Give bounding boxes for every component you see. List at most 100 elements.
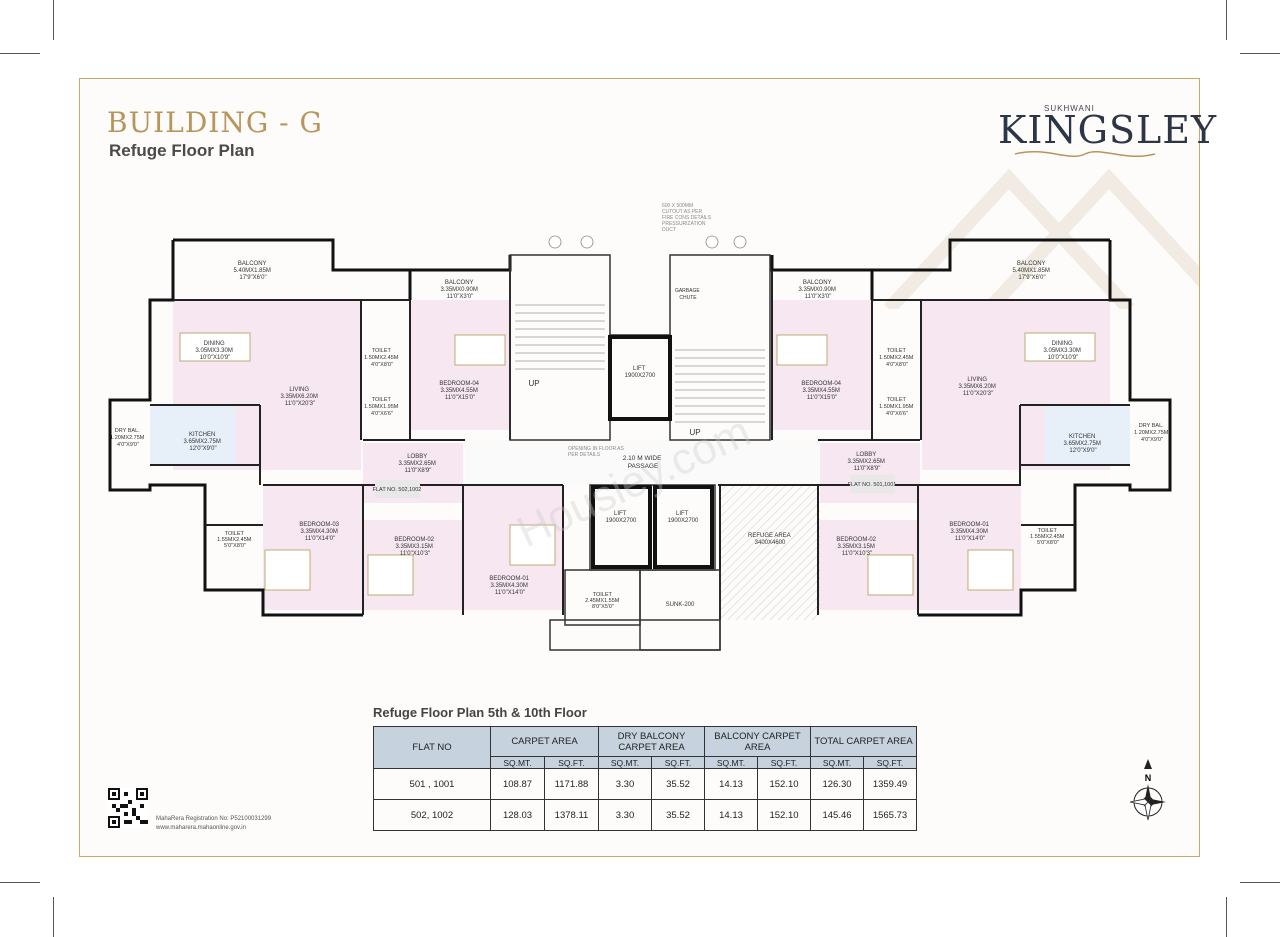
- svg-text:OPENING IN FLOOR AS PER DE: OPENING IN FLOOR AS PER DETAILS: [568, 446, 625, 458]
- svg-text:DRY BAL. 1.20MX2.75M 4: DRY BAL. 1.20MX2.75M 4'0"X9'0": [110, 428, 146, 448]
- bedroom-04-right-label: BEDROOM-04: [801, 381, 841, 387]
- balcony-small-right-label: BALCONY: [803, 280, 832, 286]
- area-table: FLAT NO CARPET AREA DRY BALCONY CARPET A…: [373, 726, 917, 831]
- svg-text:LIVING 3.35MX6.20M 11': LIVING 3.35MX6.20M 11'0"X20'3": [280, 387, 319, 407]
- dry-balcony-left-label: DRY BAL.: [115, 428, 140, 434]
- unit-header: SQ.MT.: [810, 756, 864, 769]
- svg-text:2.10 M WIDE PASSAGE: 2.10 M WIDE PASSAGE: [623, 455, 663, 470]
- svg-text:DRY BAL. 1.20MX2.75M 4: DRY BAL. 1.20MX2.75M 4'0"X9'0": [1134, 423, 1170, 443]
- rera-info: MahaRera Registration No: P52100031299 w…: [156, 815, 271, 833]
- rera-registration: MahaRera Registration No: P52100031299: [156, 816, 272, 822]
- crop-mark: [1226, 897, 1227, 937]
- value-cell: 35.52: [651, 768, 705, 800]
- svg-text:BEDROOM-04 3.35MX4.55M: BEDROOM-04 3.35MX4.55M 11'0"X15'0": [439, 381, 480, 401]
- lift-a-label: LIFT: [614, 511, 627, 517]
- toilet-a-left-label: TOILET: [372, 348, 392, 354]
- value-cell: 1359.49: [863, 768, 917, 800]
- svg-text:KITCHEN 3.65MX2.75M 12: KITCHEN 3.65MX2.75M 12'0"X9'0": [1063, 434, 1102, 454]
- svg-text:BEDROOM-03 3.35MX4.30M: BEDROOM-03 3.35MX4.30M 11'0"X14'0": [299, 522, 340, 542]
- lift-b-label: LIFT: [676, 511, 689, 517]
- table-row: 501 , 1001 108.87 1171.88 3.30 35.52 14.…: [373, 768, 917, 800]
- value-cell: 108.87: [490, 768, 545, 800]
- value-cell: 1565.73: [863, 799, 917, 831]
- svg-text:TOILET 1.55MX2.45M 5'0: TOILET 1.55MX2.45M 5'0"X8'0": [217, 531, 253, 549]
- living-left-label: LIVING: [289, 387, 309, 393]
- value-cell: 126.30: [810, 768, 864, 800]
- svg-text:BEDROOM-01 3.35MX4.30M: BEDROOM-01 3.35MX4.30M 11'0"X14'0": [949, 522, 990, 542]
- bedroom-02-left-label: BEDROOM-02: [394, 537, 434, 543]
- toilet-c-right-label: TOILET: [1038, 528, 1058, 534]
- refuge-area-label: REFUGE AREA: [748, 533, 791, 539]
- svg-text:LIFT 1900X2700: LIFT 1900X2700: [606, 511, 637, 524]
- brand-tagline: SUKHWANI: [1044, 104, 1095, 113]
- flat-no-right: FLAT NO. 501,1001: [848, 482, 897, 488]
- living-right-label: LIVING: [967, 377, 987, 383]
- rera-website: www.maharera.mahaonline.gov.in: [156, 825, 246, 831]
- flat-cell: 501 , 1001: [373, 768, 491, 800]
- svg-text:LIVING 3.35MX6.20M 11': LIVING 3.35MX6.20M 11'0"X20'3": [958, 377, 997, 397]
- lobby-left-label: LOBBY: [407, 454, 427, 460]
- svg-text:BALCONY 5.40MX1.85M 17: BALCONY 5.40MX1.85M 17'9"X6'0": [1012, 261, 1051, 281]
- svg-text:LIFT 1900X2700: LIFT 1900X2700: [668, 511, 699, 524]
- garbage-chute-label: GARBAGE: [675, 288, 700, 294]
- dry-balcony-right-label: DRY BAL.: [1139, 423, 1164, 429]
- toilet-b-right-label: TOILET: [887, 397, 907, 403]
- unit-header: SQ.FT.: [863, 756, 917, 769]
- dining-right-label: DINING: [1052, 341, 1073, 347]
- svg-text:BEDROOM-01 3.35MX4.30M: BEDROOM-01 3.35MX4.30M 11'0"X14'0": [489, 576, 530, 596]
- building-title: BUILDING - G: [107, 106, 323, 139]
- svg-text:TOILET 1.50MX1.95M 4'0: TOILET 1.50MX1.95M 4'0"X6'6": [879, 397, 915, 417]
- svg-text:BALCONY 3.35MX0.90M 11: BALCONY 3.35MX0.90M 11'0"X3'0": [440, 280, 479, 300]
- value-cell: 3.30: [598, 768, 652, 800]
- svg-text:BEDROOM-02 3.35MX3.15M: BEDROOM-02 3.35MX3.15M 11'0"X10'3": [394, 537, 435, 557]
- svg-text:DINING 3.05MX3.30M 10': DINING 3.05MX3.30M 10'0"X10'9": [195, 341, 234, 361]
- qr-code-icon: [108, 788, 148, 828]
- plan-subtitle: Refuge Floor Plan: [109, 141, 255, 160]
- col-flat-no: FLAT NO: [373, 726, 491, 769]
- toilet-a-right-label: TOILET: [887, 348, 907, 354]
- unit-header: SQ.FT.: [757, 756, 811, 769]
- crop-mark: [1240, 53, 1280, 54]
- unit-header: SQ.FT.: [544, 756, 599, 769]
- lobby-right-label: LOBBY: [856, 452, 876, 458]
- toilet-core-label: TOILET: [593, 592, 613, 598]
- toilet-c-left-label: TOILET: [225, 531, 245, 537]
- flat-no-left: FLAT NO. 502,1002: [373, 487, 422, 493]
- svg-text:DINING 3.05MX3.30M 10': DINING 3.05MX3.30M 10'0"X10'9": [1043, 341, 1082, 361]
- svg-text:LOBBY 3.35MX2.65M 11'0: LOBBY 3.35MX2.65M 11'0"X8'9": [847, 452, 886, 472]
- value-cell: 152.10: [757, 768, 811, 800]
- col-balcony: BALCONY CARPET AREA: [704, 726, 811, 757]
- brand-logo: KINGSLEY: [998, 108, 1218, 152]
- decorative-chevrons: [883, 168, 1199, 309]
- unit-header: SQ.MT.: [598, 756, 652, 769]
- bedroom-02-right-label: BEDROOM-02: [836, 537, 876, 543]
- crop-mark: [1240, 882, 1280, 883]
- flat-cell: 502, 1002: [373, 799, 491, 831]
- balcony-big-right-label: BALCONY: [1017, 261, 1046, 267]
- value-cell: 128.03: [490, 799, 545, 831]
- svg-text:BALCONY 3.35MX0.90M 11: BALCONY 3.35MX0.90M 11'0"X3'0": [798, 280, 837, 300]
- table-title: Refuge Floor Plan 5th & 10th Floor: [373, 705, 587, 720]
- svg-text:KITCHEN 3.65MX2.75M 12: KITCHEN 3.65MX2.75M 12'0"X9'0": [183, 432, 222, 452]
- dining-left-label: DINING: [204, 341, 225, 347]
- svg-text:TOILET 1.50MX2.45M 4'0: TOILET 1.50MX2.45M 4'0"X8'0": [364, 348, 400, 368]
- value-cell: 14.13: [704, 768, 758, 800]
- kitchen-right-label: KITCHEN: [1069, 434, 1095, 440]
- toilet-b-left-label: TOILET: [372, 397, 392, 403]
- bedroom-03-left-label: BEDROOM-03: [299, 522, 339, 528]
- col-total-carpet: TOTAL CARPET AREA: [810, 726, 917, 757]
- svg-text:TOILET 1.55MX2.45M 5'0: TOILET 1.55MX2.45M 5'0"X8'0": [1030, 528, 1066, 546]
- opening-note: OPENING IN FLOOR AS: [568, 446, 625, 452]
- value-cell: 145.46: [810, 799, 864, 831]
- svg-text:600 X 500MM CUTOUT AS PER: 600 X 500MM CUTOUT AS PER FIRE CONS DETA…: [662, 203, 712, 233]
- value-cell: 152.10: [757, 799, 811, 831]
- svg-text:TOILET 1.50MX2.45M 4'0: TOILET 1.50MX2.45M 4'0"X8'0": [879, 348, 915, 368]
- svg-text:BALCONY 5.40MX1.85M 17: BALCONY 5.40MX1.85M 17'9"X6'0": [233, 261, 272, 281]
- value-cell: 1171.88: [544, 768, 599, 800]
- svg-text:TOILET 2.45MX1.55M 8'0: TOILET 2.45MX1.55M 8'0"X5'0": [585, 592, 621, 610]
- passage-label: 2.10 M WIDE: [623, 455, 662, 462]
- brand-flourish-icon: [1014, 150, 1156, 158]
- balcony-big-left-label: BALCONY: [238, 261, 267, 267]
- unit-header: SQ.FT.: [651, 756, 705, 769]
- value-cell: 14.13: [704, 799, 758, 831]
